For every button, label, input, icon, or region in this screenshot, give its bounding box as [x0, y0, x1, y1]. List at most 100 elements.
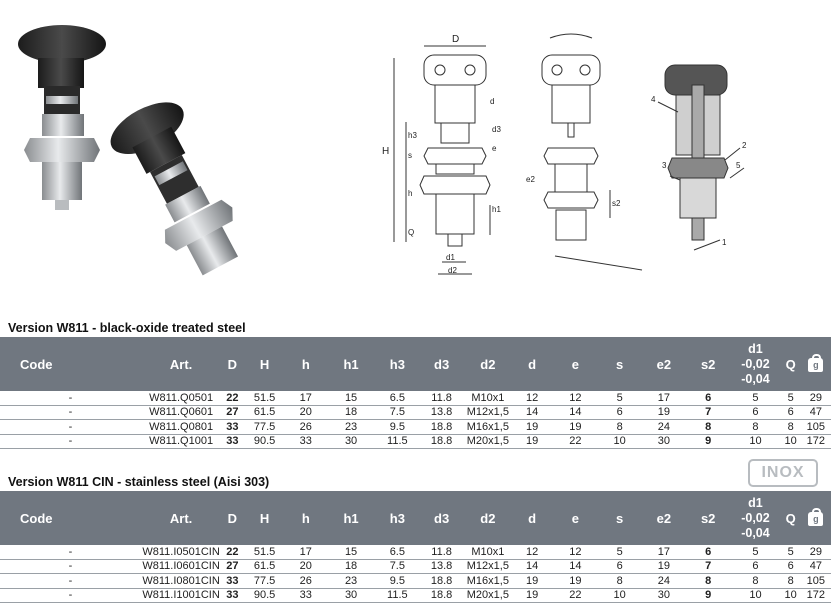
- dim-H: H: [382, 146, 389, 157]
- cell-d3: 11.8: [418, 391, 465, 406]
- col-D: D: [227, 510, 238, 526]
- cell-h3: 11.5: [376, 588, 419, 603]
- cell-s: 5: [597, 545, 642, 560]
- inox-badge: INOX: [748, 459, 818, 487]
- cell-e2: 17: [641, 545, 687, 560]
- col-H: H: [259, 510, 270, 526]
- col-h1: h1: [343, 356, 359, 372]
- col-e: e: [571, 356, 579, 372]
- cell-e: 12: [553, 545, 598, 560]
- cell-d3: 18.8: [418, 434, 465, 449]
- dim-e2: e2: [526, 175, 535, 184]
- cell-h: 20: [285, 405, 326, 420]
- cell-s2: 9: [686, 588, 731, 603]
- cell-s: 8: [597, 419, 642, 435]
- cell-d2: M16x1,5: [464, 419, 511, 435]
- cell-e2: 19: [641, 405, 687, 420]
- cell-h: 20: [285, 559, 326, 574]
- cell-d3: 18.8: [418, 419, 465, 435]
- cell-h: 33: [285, 434, 326, 449]
- product-photo: [18, 25, 239, 276]
- weight-icon: g: [808, 508, 824, 526]
- dim-d3: d3: [492, 125, 501, 134]
- col-art: Art.: [169, 510, 193, 526]
- cell-s2: 7: [686, 559, 731, 574]
- cell-d2: M12x1,5: [464, 405, 511, 420]
- col-s: s: [616, 356, 624, 372]
- col-Q: Q: [785, 510, 796, 526]
- cell-h3: 9.5: [376, 419, 419, 435]
- col-d2: d2: [480, 510, 496, 526]
- cell-q: 10: [780, 434, 801, 449]
- cell-art: W811.I1001CIN: [140, 588, 222, 603]
- cell-g: 47: [800, 405, 831, 420]
- cell-d: 33: [221, 588, 244, 603]
- cell-h: 90.5: [243, 434, 286, 449]
- cell-e2: 30: [641, 588, 687, 603]
- part-4: 4: [651, 95, 656, 104]
- cell-art: W811.I0801CIN: [140, 573, 222, 589]
- cell-h1: 18: [325, 559, 377, 574]
- cell-e2: 17: [641, 391, 687, 406]
- cell-h1: 30: [325, 588, 377, 603]
- cell-s: 5: [597, 391, 642, 406]
- col-H: H: [259, 356, 270, 372]
- cell-s: 6: [597, 405, 642, 420]
- spec-table-stainless: Code Art. D H h h1 h3 d3 d2 d e s e2 s2 …: [0, 491, 831, 603]
- cell-d3: 13.8: [418, 559, 465, 574]
- cell-h: 33: [285, 588, 326, 603]
- cell-q: 8: [780, 419, 801, 435]
- cell-d: 22: [221, 545, 244, 560]
- cell-code: -: [0, 588, 141, 603]
- cell-art: W811.I0601CIN: [140, 559, 222, 574]
- cell-q: 8: [780, 573, 801, 589]
- col-d3: d3: [434, 510, 450, 526]
- cell-d1: 8: [730, 419, 781, 435]
- col-h3: h3: [389, 510, 405, 526]
- cell-art: W811.Q0801: [140, 419, 222, 435]
- technical-drawing: D H h3 s h Q d d3 e h1 d1 d2 e2 s2 1 2 3…: [382, 33, 747, 275]
- cell-h: 61.5: [243, 559, 286, 574]
- dim-d: d: [490, 97, 494, 106]
- cell-d2: M10x1: [464, 391, 511, 406]
- col-weight: g: [801, 337, 831, 391]
- dim-Q: Q: [408, 228, 414, 237]
- col-d: d: [528, 510, 537, 526]
- col-d2: d2: [480, 356, 496, 372]
- cell-e: 14: [553, 405, 598, 420]
- dim-D: D: [452, 34, 459, 45]
- cell-h3: 6.5: [376, 545, 419, 560]
- dim-h: h: [408, 189, 412, 198]
- cell-d2: M10x1: [464, 545, 511, 560]
- cell-e2: 24: [641, 419, 687, 435]
- cell-h1: 18: [325, 405, 377, 420]
- cell-d3: 13.8: [418, 405, 465, 420]
- cell-d: 19: [511, 588, 554, 603]
- part-3: 3: [662, 161, 667, 170]
- cell-code: -: [0, 573, 141, 589]
- cell-d3: 18.8: [418, 573, 465, 589]
- cell-s2: 9: [686, 434, 731, 449]
- cell-s2: 8: [686, 419, 731, 435]
- cell-s2: 7: [686, 405, 731, 420]
- cell-code: -: [0, 405, 141, 420]
- cell-d1: 6: [730, 405, 781, 420]
- dim-h3: h3: [408, 131, 417, 140]
- col-e2: e2: [656, 510, 672, 526]
- part-1: 1: [722, 238, 727, 247]
- cell-code: -: [0, 559, 141, 574]
- cell-d3: 18.8: [418, 588, 465, 603]
- col-s2: s2: [700, 510, 716, 526]
- cell-art: W811.Q1001: [140, 434, 222, 449]
- dim-e: e: [492, 144, 497, 153]
- cell-h: 51.5: [243, 391, 286, 406]
- col-d3: d3: [434, 356, 450, 372]
- cell-d2: M20x1,5: [464, 434, 511, 449]
- cell-d1: 5: [730, 545, 781, 560]
- cell-h: 26: [285, 573, 326, 589]
